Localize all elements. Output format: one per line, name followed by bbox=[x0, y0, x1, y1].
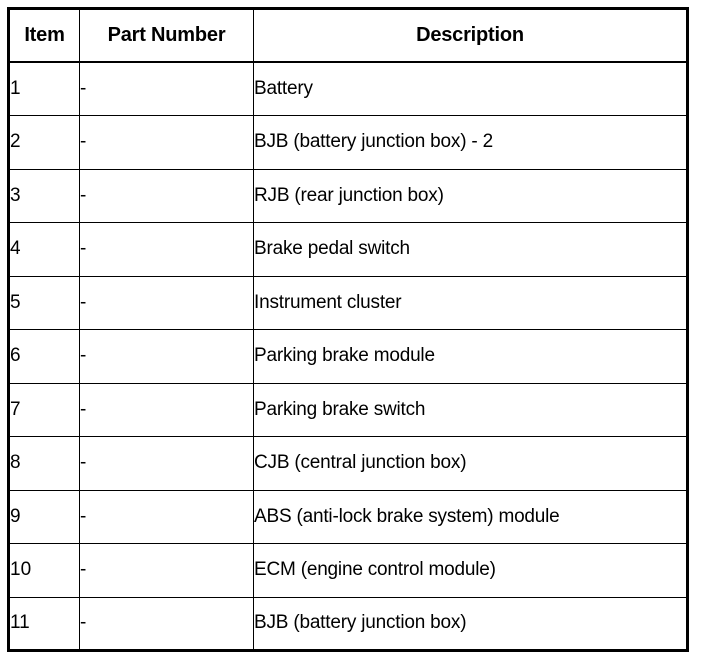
cell-description: Battery bbox=[253, 61, 688, 116]
cell-part-number: - bbox=[79, 489, 254, 544]
table-row: 2 - BJB (battery junction box) - 2 bbox=[8, 115, 688, 170]
cell-item: 2 bbox=[8, 115, 80, 170]
cell-item: 6 bbox=[8, 329, 80, 384]
table-body: 1 - Battery 2 - BJB (battery junction bo… bbox=[8, 61, 688, 651]
cell-part-number: - bbox=[79, 543, 254, 598]
table-header-row: Item Part Number Description bbox=[8, 8, 688, 63]
cell-part-number: - bbox=[79, 222, 254, 277]
cell-description: Parking brake switch bbox=[253, 382, 688, 437]
table-row: 5 - Instrument cluster bbox=[8, 275, 688, 330]
cell-part-number: - bbox=[79, 61, 254, 116]
cell-description: ABS (anti-lock brake system) module bbox=[253, 489, 688, 544]
cell-part-number: - bbox=[79, 168, 254, 223]
column-header-part-number: Part Number bbox=[79, 8, 254, 63]
cell-part-number: - bbox=[79, 382, 254, 437]
cell-part-number: - bbox=[79, 115, 254, 170]
cell-description: BJB (battery junction box) - 2 bbox=[253, 115, 688, 170]
table-row: 3 - RJB (rear junction box) bbox=[8, 168, 688, 223]
table-row: 9 - ABS (anti-lock brake system) module bbox=[8, 489, 688, 544]
cell-item: 7 bbox=[8, 382, 80, 437]
cell-item: 1 bbox=[8, 61, 80, 116]
cell-description: BJB (battery junction box) bbox=[253, 596, 688, 651]
cell-item: 5 bbox=[8, 275, 80, 330]
cell-part-number: - bbox=[79, 329, 254, 384]
table-row: 6 - Parking brake module bbox=[8, 329, 688, 384]
cell-item: 9 bbox=[8, 489, 80, 544]
cell-description: RJB (rear junction box) bbox=[253, 168, 688, 223]
table-row: 4 - Brake pedal switch bbox=[8, 222, 688, 277]
cell-description: Brake pedal switch bbox=[253, 222, 688, 277]
table-row: 1 - Battery bbox=[8, 61, 688, 116]
table-row: 7 - Parking brake switch bbox=[8, 382, 688, 437]
column-header-description: Description bbox=[253, 8, 688, 63]
cell-description: ECM (engine control module) bbox=[253, 543, 688, 598]
cell-part-number: - bbox=[79, 275, 254, 330]
cell-item: 4 bbox=[8, 222, 80, 277]
cell-part-number: - bbox=[79, 436, 254, 491]
column-header-item: Item bbox=[8, 8, 80, 63]
cell-part-number: - bbox=[79, 596, 254, 651]
cell-item: 3 bbox=[8, 168, 80, 223]
cell-item: 10 bbox=[8, 543, 80, 598]
table-row: 10 - ECM (engine control module) bbox=[8, 543, 688, 598]
parts-legend-table: Item Part Number Description 1 - Battery… bbox=[7, 7, 689, 652]
table-row: 11 - BJB (battery junction box) bbox=[8, 596, 688, 651]
cell-description: Instrument cluster bbox=[253, 275, 688, 330]
cell-item: 8 bbox=[8, 436, 80, 491]
table-row: 8 - CJB (central junction box) bbox=[8, 436, 688, 491]
cell-description: Parking brake module bbox=[253, 329, 688, 384]
cell-description: CJB (central junction box) bbox=[253, 436, 688, 491]
cell-item: 11 bbox=[8, 596, 80, 651]
table-header: Item Part Number Description bbox=[8, 8, 688, 63]
